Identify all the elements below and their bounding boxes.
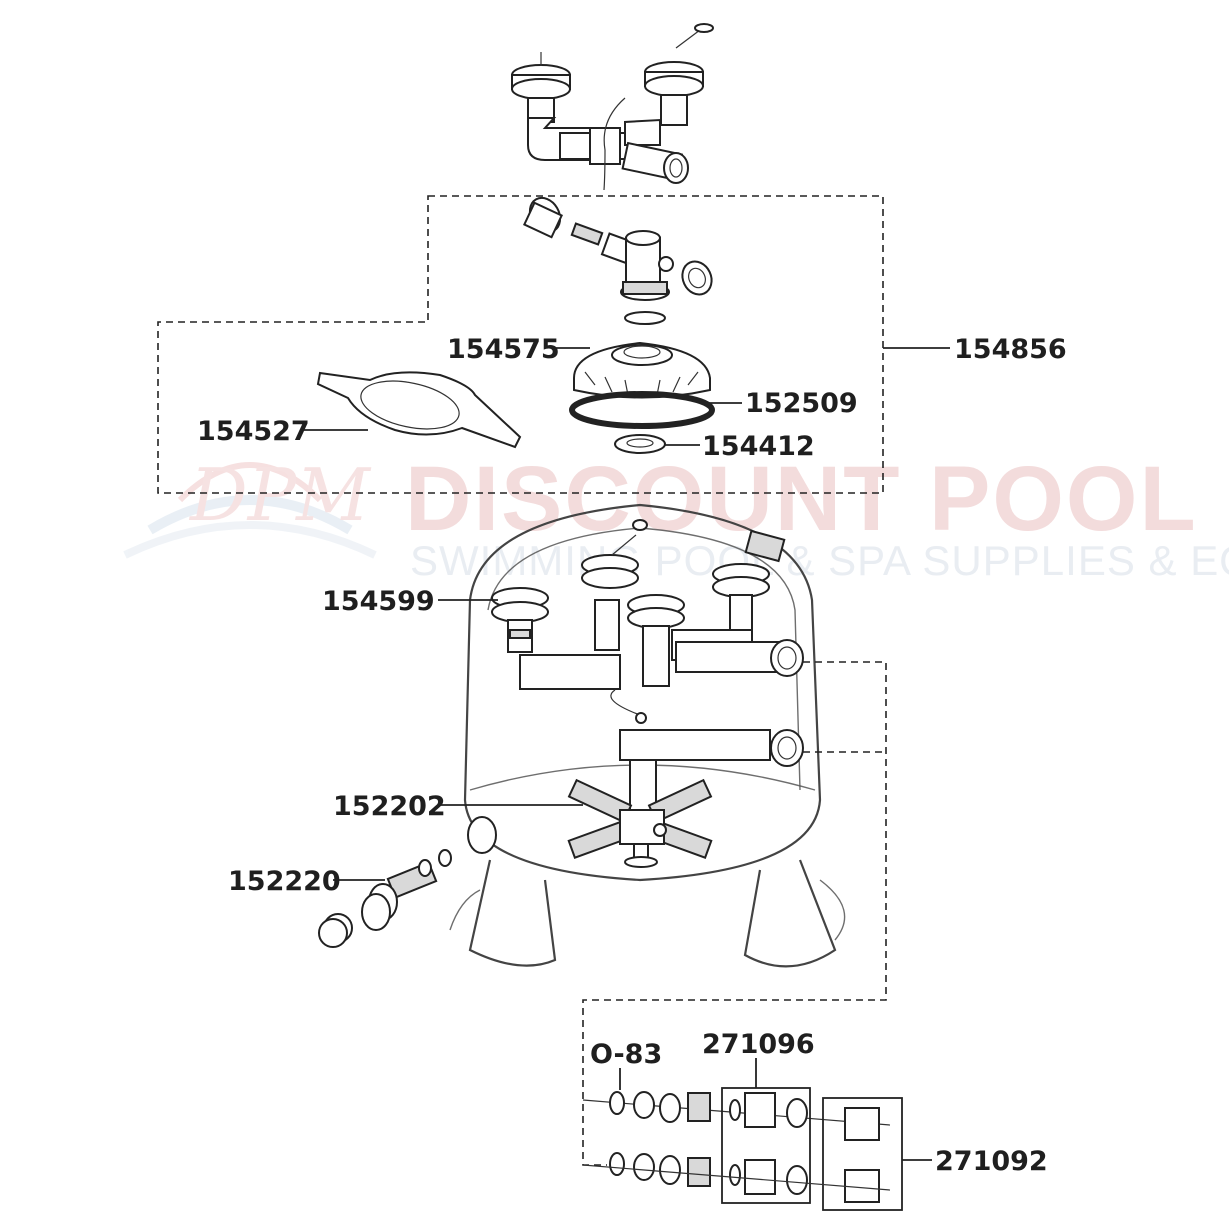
- lid-oring: [569, 391, 715, 429]
- top-valve-assembly: [511, 23, 714, 191]
- watermark-logo: DPM: [123, 453, 377, 559]
- label-271096: 271096: [702, 1029, 815, 1060]
- label-152202: 152202: [333, 791, 446, 822]
- underdrain-assembly: [567, 778, 713, 868]
- label-o-83: O-83: [590, 1039, 662, 1070]
- label-271092: 271092: [935, 1146, 1048, 1177]
- union-kit-b-box: [822, 1097, 903, 1211]
- label-154599: 154599: [322, 586, 435, 617]
- label-154412: 154412: [702, 431, 815, 462]
- watermark-brand: DISCOUNT POOL MART: [405, 448, 1229, 550]
- air-relief-assembly: [523, 196, 713, 325]
- drain-assembly: [318, 849, 452, 948]
- watermark-logo-text: DPM: [188, 453, 372, 537]
- lateral-hub-assembly: [491, 534, 804, 811]
- union-kit: [582, 1087, 903, 1211]
- locknut: [614, 434, 666, 454]
- part-labels: 154575 154856 152509 154527 154412 15459…: [197, 334, 1067, 1177]
- lid-wrench: [316, 371, 522, 449]
- lid-assembly-box: [157, 195, 884, 494]
- union-kit-a-box: [721, 1087, 811, 1204]
- watermark-tagline: SWIMMING POOL & SPA SUPPLIES & EQUIPMENT: [410, 537, 1229, 584]
- label-152509: 152509: [745, 388, 858, 419]
- label-154856: 154856: [954, 334, 1067, 365]
- label-152220: 152220: [228, 866, 341, 897]
- filter-vessel: [449, 503, 846, 968]
- label-154575: 154575: [447, 334, 560, 365]
- label-154527: 154527: [197, 416, 310, 447]
- watermark: DPM DISCOUNT POOL MART SWIMMING POOL & S…: [123, 448, 1229, 584]
- filter-lid: [573, 341, 711, 399]
- leader-lines: [303, 347, 950, 1161]
